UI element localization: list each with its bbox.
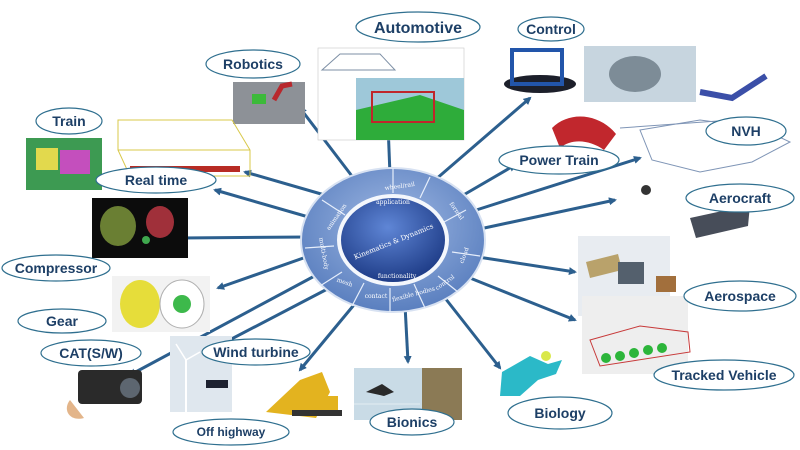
picture-biology	[500, 351, 562, 396]
label-nvh: NVH	[705, 116, 787, 146]
svg-text:Power Train: Power Train	[519, 152, 598, 168]
label-bionics: Bionics	[369, 408, 455, 436]
arrow-gear	[216, 253, 313, 290]
arrow-wind-turbine	[218, 283, 336, 347]
label-aerospace: Aerospace	[683, 280, 797, 312]
arrow-cat	[128, 270, 323, 377]
picture-control	[504, 46, 768, 102]
svg-text:CAT(S/W): CAT(S/W)	[59, 345, 123, 361]
ring-label-contact: contact	[365, 293, 388, 300]
arrow-control	[434, 96, 532, 182]
arrow-aerospace	[477, 255, 577, 276]
svg-text:Train: Train	[52, 113, 85, 129]
label-biology: Biology	[507, 396, 613, 430]
svg-text:Wind turbine: Wind turbine	[213, 344, 299, 360]
svg-text:NVH: NVH	[731, 123, 761, 139]
arrow-bionics	[403, 304, 412, 364]
arrow-biology	[443, 297, 502, 370]
central-hub: Kinematics & Dynamics wheel/rail applica…	[300, 167, 486, 313]
svg-text:Aerocraft: Aerocraft	[709, 190, 772, 206]
svg-text:Bionics: Bionics	[387, 414, 438, 430]
picture-compressor	[92, 198, 188, 258]
picture-automotive	[317, 47, 465, 141]
label-compressor: Compressor	[1, 254, 111, 282]
svg-text:Compressor: Compressor	[15, 260, 98, 276]
arrow-aerocraft	[474, 197, 617, 232]
label-robotics: Robotics	[205, 49, 301, 79]
label-off-highway: Off highway	[172, 418, 290, 446]
label-aerocraft: Aerocraft	[685, 183, 795, 213]
label-control: Control	[517, 16, 585, 42]
svg-text:Gear: Gear	[46, 313, 78, 329]
picture-aerocraft	[690, 205, 750, 238]
svg-text:Aerospace: Aerospace	[704, 288, 776, 304]
picture-bionics	[354, 368, 462, 420]
label-cat: CAT(S/W)	[40, 339, 142, 367]
arrow-robotics	[298, 106, 360, 185]
ring-label-application: application	[376, 199, 410, 206]
picture-nvh	[619, 117, 792, 195]
picture-gear	[112, 276, 210, 332]
svg-text:Off highway: Off highway	[197, 425, 266, 439]
svg-text:Control: Control	[526, 21, 576, 37]
label-automotive: Automotive	[355, 11, 481, 43]
arrows	[128, 96, 642, 377]
label-power-train: Power Train	[498, 145, 620, 175]
picture-tracked-vehicle	[582, 296, 691, 374]
arrow-train	[243, 169, 336, 200]
svg-text:Robotics: Robotics	[223, 56, 283, 72]
svg-text:Tracked Vehicle: Tracked Vehicle	[671, 367, 776, 383]
arrow-compressor	[178, 233, 309, 242]
picture-robotics	[233, 81, 305, 124]
picture-power-train	[552, 116, 616, 150]
arrow-off-highway	[298, 299, 360, 372]
arrow-power-train	[459, 163, 517, 199]
svg-text:Biology: Biology	[534, 405, 586, 421]
arrow-tracked-vehicle	[469, 276, 577, 322]
label-real-time: Real time	[95, 166, 217, 194]
ring-label-wheel-rail: wheel/rail	[384, 181, 415, 192]
label-gear: Gear	[17, 308, 107, 334]
ring-label-functionality: functionality	[378, 273, 417, 280]
label-tracked-vehicle: Tracked Vehicle	[653, 359, 795, 391]
arrow-real-time	[213, 187, 313, 220]
label-train: Train	[35, 107, 103, 135]
picture-train	[26, 119, 251, 190]
picture-off-highway	[266, 372, 342, 418]
picture-cat	[66, 370, 142, 419]
svg-text:Real time: Real time	[125, 172, 187, 188]
label-wind-turbine: Wind turbine	[201, 338, 311, 366]
svg-text:Automotive: Automotive	[374, 20, 462, 37]
